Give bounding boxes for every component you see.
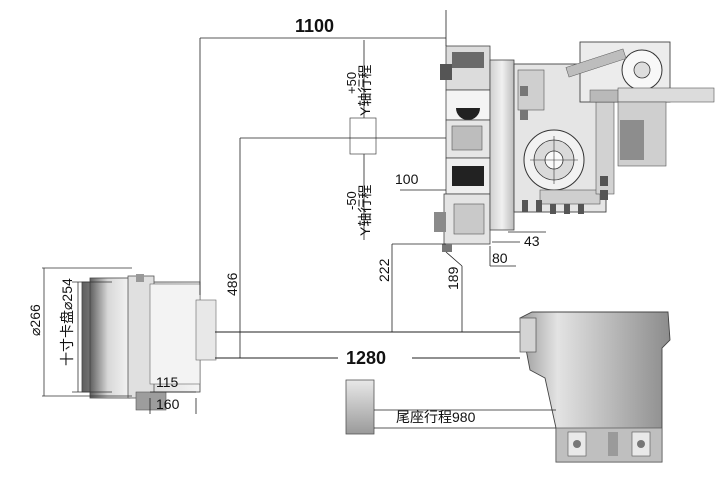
dim-chuck-outer: ⌀266	[27, 304, 43, 336]
dimension-labels: 1100 1280 +50 Y轴行程 -50 Y轴行程 100 486 222 …	[27, 16, 540, 425]
tailstock-travel-label: 尾座行程980	[396, 409, 476, 425]
dim-160: 160	[156, 396, 180, 412]
dim-y-plus: +50	[344, 72, 359, 94]
dimension-lines	[149, 10, 546, 414]
dim-115: 115	[156, 374, 179, 390]
chuck-label: 十寸卡盘⌀254	[59, 278, 75, 366]
dim-y-minus: -50	[344, 191, 359, 210]
turret-assembly	[434, 41, 715, 252]
dim-100: 100	[395, 171, 419, 187]
head-bolts	[520, 86, 608, 214]
dim-1280: 1280	[346, 348, 386, 368]
tailstock-stop-block	[345, 379, 556, 435]
dim-y-travel-bottom: Y轴行程	[357, 185, 373, 236]
tailstock	[519, 311, 671, 463]
dim-486: 486	[224, 272, 240, 296]
dim-y-travel-top: Y轴行程	[357, 65, 373, 116]
dim-1100: 1100	[295, 16, 334, 36]
spindle-chuck	[42, 267, 217, 411]
dim-189: 189	[445, 266, 461, 290]
dim-80: 80	[492, 250, 508, 266]
dim-43: 43	[524, 233, 540, 249]
spindle-centerline	[215, 331, 520, 359]
dim-222: 222	[376, 258, 392, 282]
